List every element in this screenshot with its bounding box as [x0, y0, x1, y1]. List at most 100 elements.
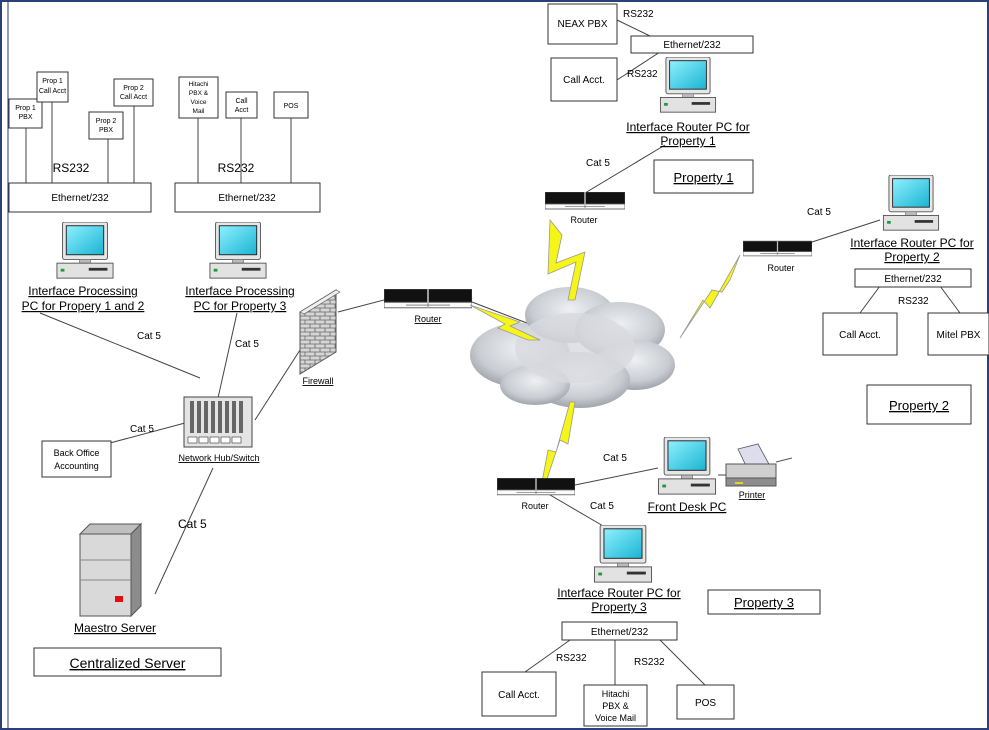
prop2-pbx-label-2: PBX [99, 127, 113, 134]
hitachi-small-box: Hitachi PBX & Voice Mail [178, 76, 219, 119]
hitachi-small-label-3: Voice [191, 99, 207, 106]
mitel-pbx-label: Mitel PBX [937, 330, 981, 341]
front-desk-pc-icon [657, 437, 717, 495]
ethernet-box-left: Ethernet/232 [8, 182, 152, 213]
ethernet-box-p2: Ethernet/232 [854, 268, 972, 288]
prop2-pbx-box: Prop 2 PBX [88, 111, 124, 140]
router-center-icon [384, 289, 472, 309]
property2-box: Property 2 [866, 384, 972, 425]
callacct-box-p3: Call Acct. [481, 671, 557, 717]
router-p1-label: Router [570, 215, 597, 225]
back-office-box: Back Office Accounting [41, 440, 112, 478]
hitachi-label-2: PBX & [602, 701, 629, 711]
interface-pc-3-icon [209, 222, 267, 279]
cat5-label-p2: Cat 5 [807, 207, 831, 218]
interface-router-pc-p3-icon [593, 525, 653, 583]
hitachi-small-label-2: PBX & [189, 90, 209, 97]
rs232-label-p1-bottom: RS232 [627, 69, 658, 80]
cat5-label-ipc3: Cat 5 [235, 339, 259, 350]
neax-pbx-label: NEAX PBX [557, 19, 607, 30]
router-center-label: Router [414, 314, 441, 324]
callacct-small-label-2: Acct [235, 107, 249, 114]
network-hub-icon [183, 396, 253, 448]
mitel-pbx-box: Mitel PBX [927, 312, 989, 356]
ipc12-label-2: PC for Propery 1 and 2 [22, 299, 145, 313]
cat5-label-p1: Cat 5 [586, 158, 610, 169]
prop2-callacct-label-1: Prop 2 [123, 85, 144, 92]
pos-small-box: POS [273, 91, 309, 119]
prop1-callacct-label-2: Call Acct [39, 88, 66, 95]
centralized-server-label: Centralized Server [70, 655, 186, 671]
router-p2-label: Router [767, 263, 794, 273]
prop2-callacct-box: Prop 2 Call Acct [113, 78, 154, 107]
rs232-label-mid: RS232 [218, 161, 255, 175]
hitachi-small-label-4: Mail [193, 108, 205, 115]
router-p3-icon [497, 478, 575, 496]
interface-router-p2-label-2: Property 2 [884, 250, 940, 264]
maestro-server-label: Maestro Server [74, 621, 156, 635]
rs232-label-p2: RS232 [898, 296, 929, 307]
interface-router-p1-label-1: Interface Router PC for [626, 120, 749, 134]
cat5-label-backoffice: Cat 5 [130, 424, 154, 435]
back-office-label-2: Accounting [54, 461, 99, 471]
ethernet-box-p3: Ethernet/232 [561, 621, 678, 641]
firewall-label: Firewall [302, 376, 333, 386]
prop1-callacct-label-1: Prop 1 [42, 78, 63, 85]
interface-router-p2-label-1: Interface Router PC for [850, 236, 973, 250]
ethernet-label-mid: Ethernet/232 [218, 193, 276, 204]
firewall-icon [299, 289, 341, 375]
pos-small-label: POS [284, 103, 299, 110]
cat5-label-frontdesk: Cat 5 [603, 453, 627, 464]
interface-router-p1-label-2: Property 1 [660, 134, 716, 148]
cat5-label-p3: Cat 5 [590, 501, 614, 512]
interface-router-p3-label-1: Interface Router PC for [557, 586, 680, 600]
callacct-label-p2: Call Acct. [839, 330, 881, 341]
hitachi-label-3: Voice Mail [595, 713, 636, 723]
cat5-label-ipc12: Cat 5 [137, 331, 161, 342]
prop2-pbx-label-1: Prop 2 [96, 118, 117, 125]
property1-box: Property 1 [653, 159, 754, 194]
hitachi-box-p3: Hitachi PBX & Voice Mail [583, 684, 648, 727]
centralized-server-box: Centralized Server [33, 647, 222, 677]
ipc12-label-1: Interface Processing [28, 284, 137, 298]
rs232-label-p3-left: RS232 [556, 653, 587, 664]
interface-pc-12-icon [56, 222, 114, 279]
interface-router-pc-p2-icon [882, 175, 940, 231]
interface-router-pc-p1-icon [659, 57, 717, 113]
router-p3-label: Router [521, 501, 548, 511]
internet-cloud [470, 287, 675, 408]
prop1-callacct-box: Prop 1 Call Acct [36, 71, 69, 103]
router-p1-icon [545, 192, 625, 210]
hitachi-small-label-1: Hitachi [189, 81, 209, 88]
cat5-label-maestro: Cat 5 [178, 517, 207, 531]
lightning-bolt-left [469, 304, 541, 341]
ipc3-label-2: PC for Property 3 [194, 299, 287, 313]
property1-label: Property 1 [674, 170, 734, 185]
lightning-bolt-top [547, 218, 586, 301]
pos-label-p3: POS [695, 698, 716, 709]
ethernet-label-p3: Ethernet/232 [591, 627, 649, 638]
callacct-label-p1: Call Acct. [563, 75, 605, 86]
callacct-box-p1: Call Acct. [550, 57, 618, 102]
callacct-small-label-1: Call [235, 98, 248, 105]
property3-label: Property 3 [734, 595, 794, 610]
pos-box-p3: POS [676, 684, 735, 720]
hitachi-label-1: Hitachi [602, 689, 630, 699]
prop1-pbx-box: Prop 1 PBX [8, 98, 43, 129]
router-p2-icon [743, 240, 812, 257]
property2-label: Property 2 [889, 398, 949, 413]
interface-router-p3-label-2: Property 3 [591, 600, 647, 614]
rs232-label-left: RS232 [53, 161, 90, 175]
ethernet-label-p1: Ethernet/232 [663, 40, 721, 51]
prop1-pbx-label-2: PBX [18, 114, 32, 121]
ethernet-label-left: Ethernet/232 [51, 193, 109, 204]
ethernet-box-p1: Ethernet/232 [630, 35, 754, 54]
callacct-label-p3: Call Acct. [498, 690, 540, 701]
printer-icon [725, 443, 793, 487]
ipc3-label-1: Interface Processing [185, 284, 294, 298]
rs232-label-p3-right: RS232 [634, 657, 665, 668]
property3-box: Property 3 [707, 589, 821, 615]
rs232-label-p1-top: RS232 [623, 9, 654, 20]
neax-pbx-box: NEAX PBX [547, 3, 618, 45]
